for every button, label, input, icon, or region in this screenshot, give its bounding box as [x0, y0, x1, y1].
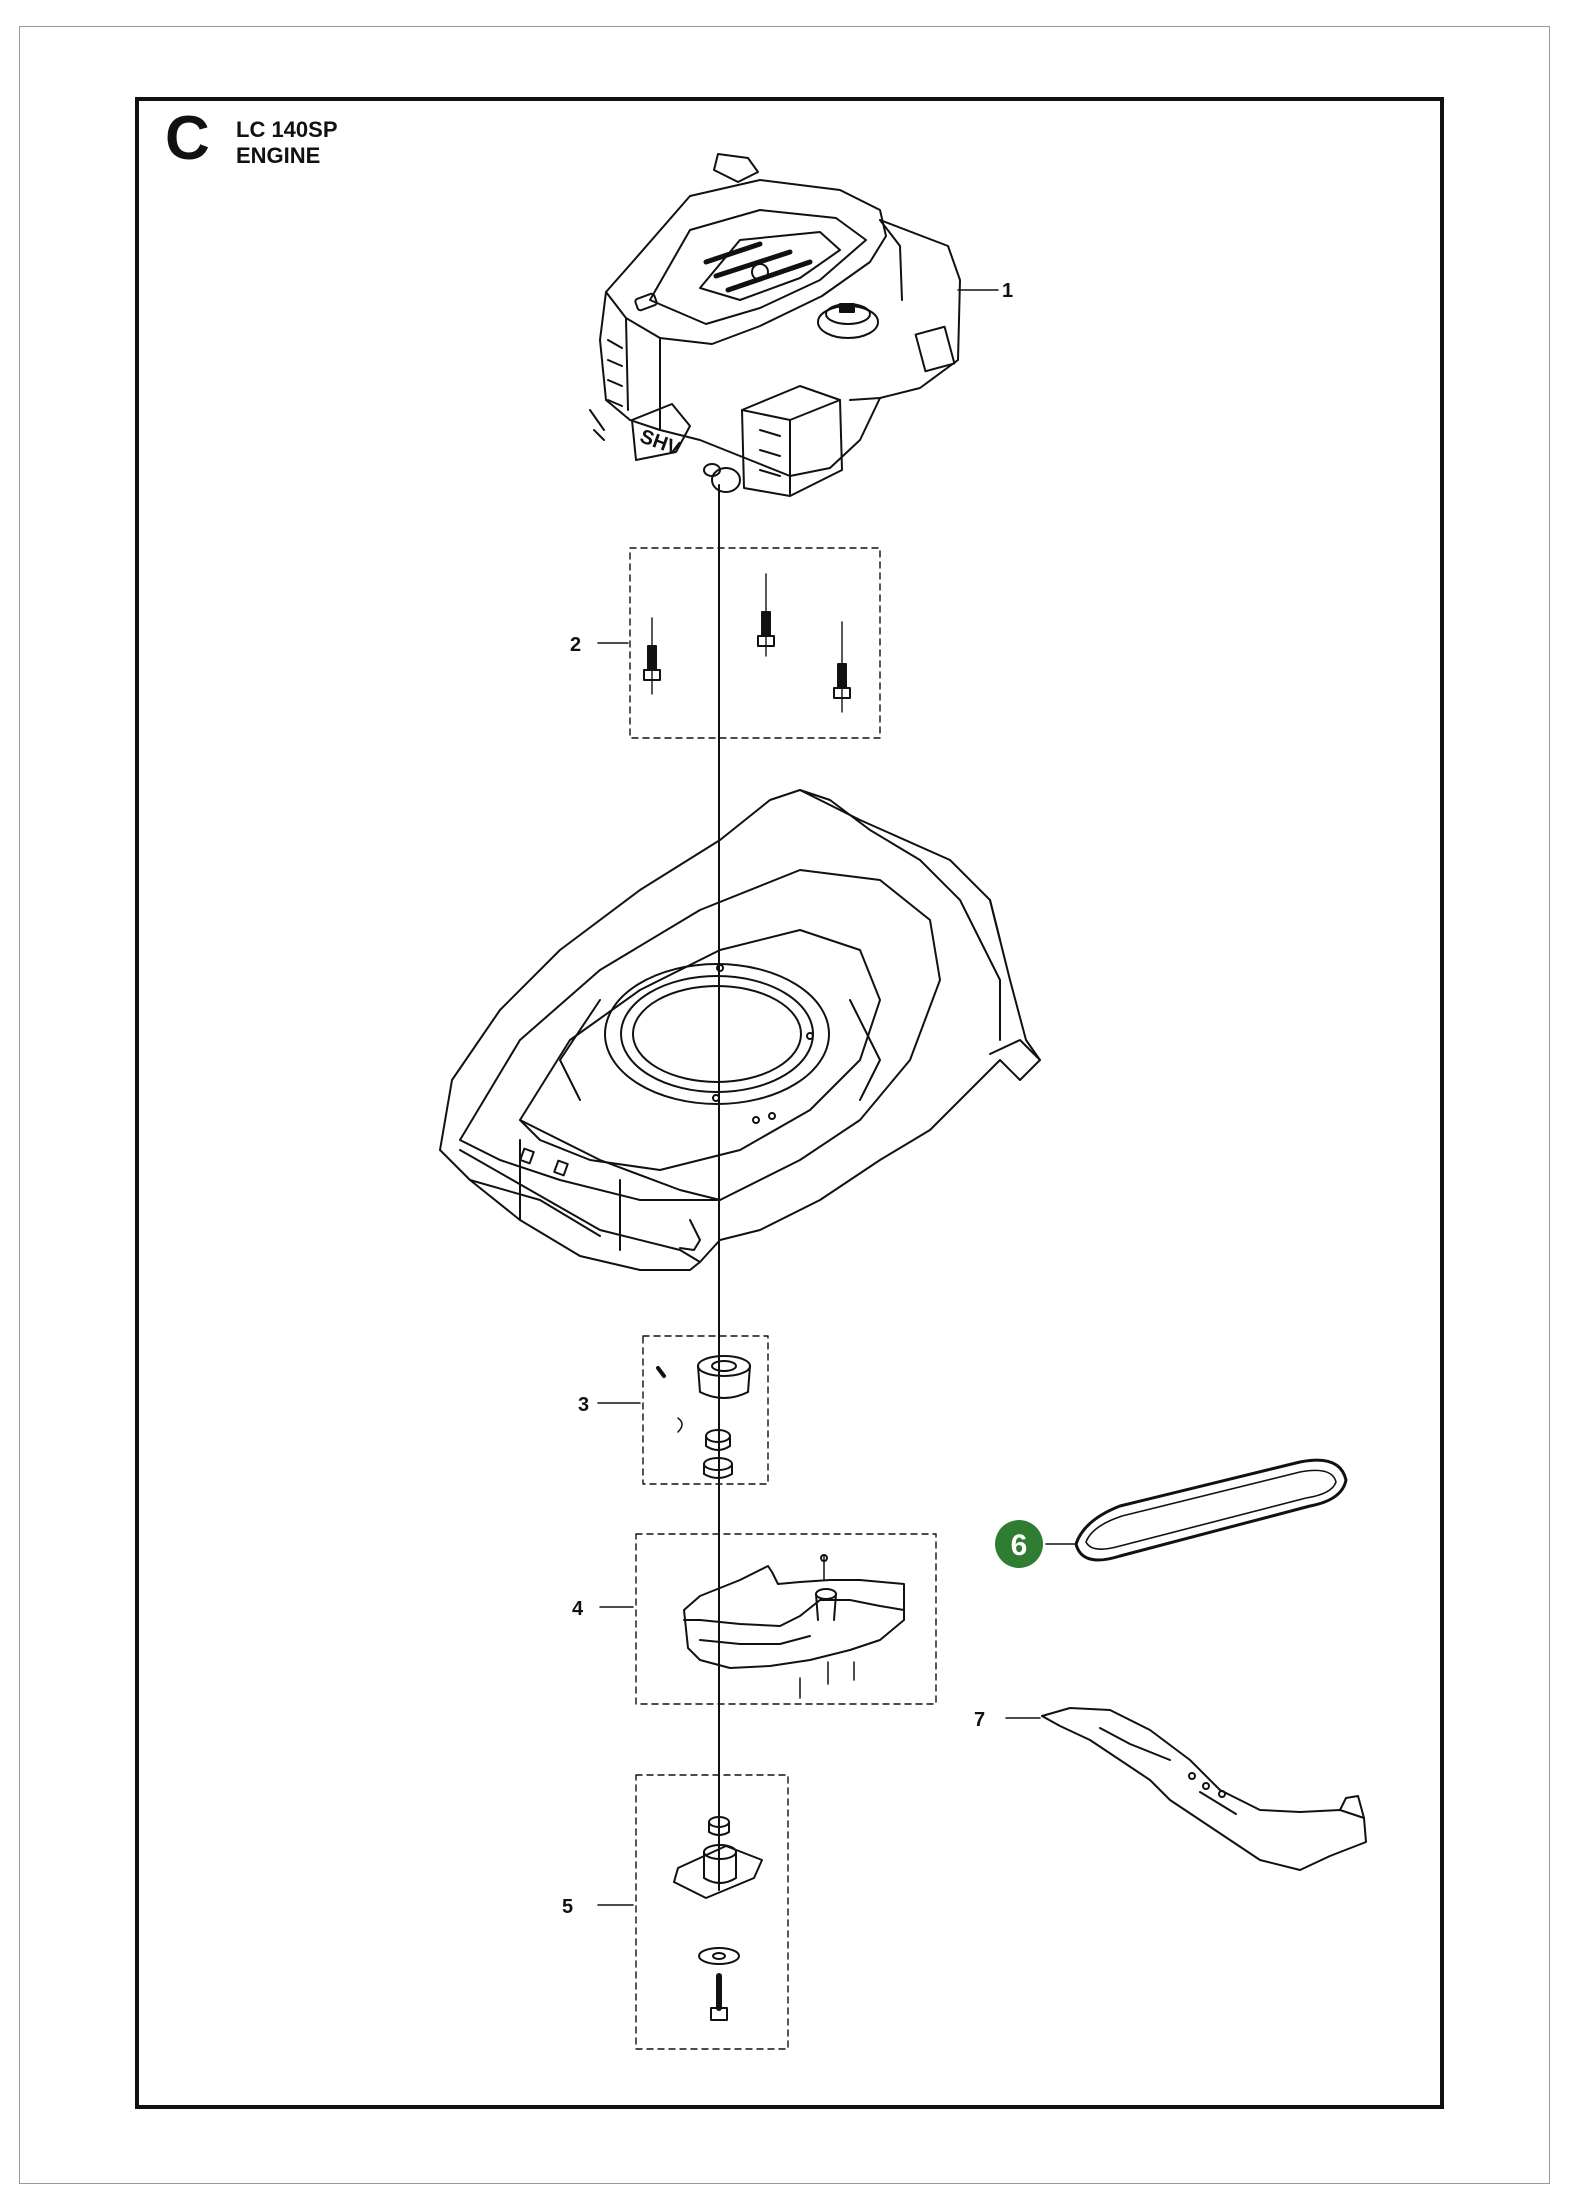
- pulley-kit-drawing[interactable]: [656, 1355, 751, 1479]
- sheet-border: [19, 26, 1550, 2184]
- section-title: ENGINE: [236, 143, 321, 168]
- callout-7[interactable]: 7: [974, 1709, 985, 1731]
- belt-guard-drawing[interactable]: [683, 1554, 905, 1699]
- callout-4[interactable]: 4: [572, 1598, 584, 1620]
- callout-1[interactable]: 1: [1002, 280, 1013, 302]
- diagram-frame: [135, 97, 1444, 2109]
- highlight-badge: [995, 1520, 1043, 1568]
- callout-3[interactable]: 3: [578, 1394, 589, 1416]
- callout-6[interactable]: 6: [1011, 1529, 1028, 1562]
- mower-deck-drawing: [439, 789, 1041, 1271]
- blade-hub-drawing[interactable]: [673, 1816, 763, 2021]
- engine-drawing[interactable]: SHV: [589, 153, 961, 497]
- blade-hub-group-box: [635, 1774, 789, 2050]
- model-name: LC 140SP: [236, 117, 338, 142]
- belt-guard-group-box: [635, 1533, 937, 1705]
- drive-belt-drawing[interactable]: [1074, 1458, 1348, 1562]
- pulley-group-box: [642, 1335, 769, 1485]
- mounting-bolts-drawing[interactable]: [643, 573, 851, 713]
- callout-5[interactable]: 5: [562, 1896, 573, 1918]
- section-letter: C: [165, 104, 210, 173]
- bolts-group-box: [629, 547, 881, 739]
- callout-2[interactable]: 2: [570, 634, 581, 656]
- blade-drawing[interactable]: [1041, 1707, 1367, 1871]
